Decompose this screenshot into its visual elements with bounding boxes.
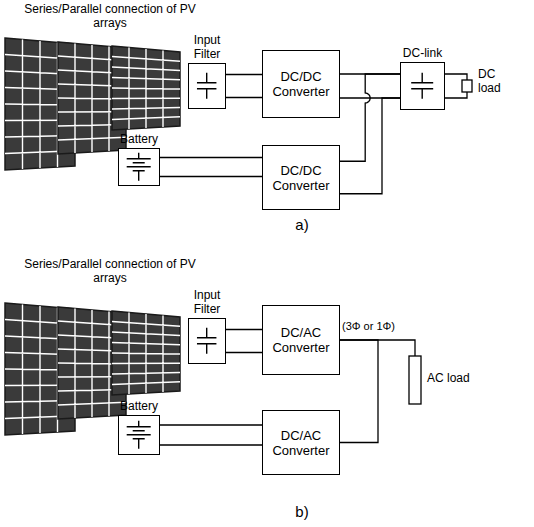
annotation-text: Series/Parallel connection of PV arrays <box>20 258 200 286</box>
capacitor-symbol <box>401 63 443 108</box>
ac-load-resistor <box>409 356 421 404</box>
heading-text: Battery <box>120 399 158 413</box>
heading-text: Battery <box>120 132 158 146</box>
capacitor-box: Input Filter <box>188 63 226 109</box>
battery-box: Battery <box>118 415 160 455</box>
wire-connector <box>340 74 400 194</box>
pv-panel-frame <box>112 46 180 130</box>
capacitor-box: Input Filter <box>188 318 226 364</box>
converter-box: DC/AC Converter <box>262 305 340 375</box>
capacitor-symbol <box>189 319 224 362</box>
wire-connector <box>340 74 400 98</box>
capacitor-symbol <box>189 64 224 107</box>
annotation-text: DC load <box>478 68 512 96</box>
heading-text: Input Filter <box>194 288 221 316</box>
pv-panel <box>112 46 180 130</box>
annotation-text: (3Φ or 1Φ) <box>342 320 414 333</box>
converter-label: DC/DC Converter <box>269 163 333 193</box>
converter-box: DC/AC Converter <box>262 410 340 475</box>
pv-panel-frame <box>112 311 180 395</box>
label-text: Series/Parallel connection of PV arrays <box>24 257 195 285</box>
converter-label: DC/AC Converter <box>269 325 333 355</box>
battery-box: Battery <box>118 148 160 186</box>
pv-panel <box>112 311 180 395</box>
box-heading: Battery <box>108 399 170 413</box>
capacitor-box: DC-link <box>400 62 445 110</box>
annotation-text: AC load <box>427 372 487 386</box>
dc-load-resistor <box>462 80 472 92</box>
label-text: AC load <box>427 371 470 385</box>
pv-cell-grid <box>112 313 180 395</box>
wire-connector <box>226 75 262 98</box>
wire-connector <box>160 158 262 177</box>
label-text: Series/Parallel connection of PV arrays <box>24 2 195 30</box>
converter-label: DC/AC Converter <box>269 428 333 458</box>
wire-connector <box>340 340 378 443</box>
subfigure-label: a) <box>290 216 314 233</box>
battery-symbol <box>119 416 158 453</box>
label-text: (3Φ or 1Φ) <box>342 320 395 332</box>
converter-box: DC/DC Converter <box>262 50 340 118</box>
battery-symbol <box>119 149 158 184</box>
converter-box: DC/DC Converter <box>262 145 340 210</box>
subfigure-label: b) <box>290 503 314 520</box>
box-heading: Input Filter <box>184 288 230 316</box>
heading-text: Input Filter <box>194 33 221 61</box>
heading-text: DC-link <box>403 46 442 60</box>
box-heading: Battery <box>108 132 170 146</box>
pv-cell-grid <box>112 48 180 130</box>
annotation-text: Series/Parallel connection of PV arrays <box>20 3 200 31</box>
wire-connector <box>226 330 262 353</box>
label-text: b) <box>295 503 308 520</box>
wire-connector <box>160 425 262 445</box>
label-text: a) <box>295 216 308 233</box>
converter-label: DC/DC Converter <box>269 69 333 99</box>
label-text: DC load <box>478 67 501 95</box>
box-heading: DC-link <box>392 46 454 60</box>
box-heading: Input Filter <box>184 33 230 61</box>
